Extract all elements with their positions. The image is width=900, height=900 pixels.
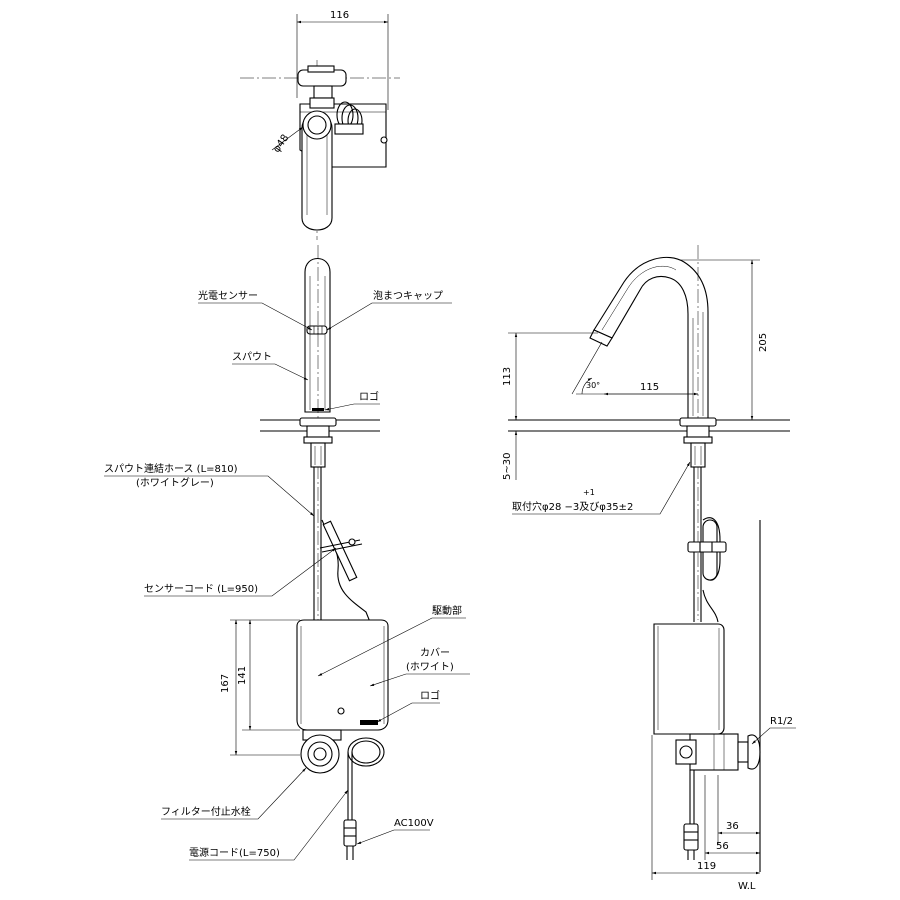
front-view: 167 141 光電センサー 泡まつキャップ スパウト ロゴ スパウト連結ホース… [104,245,470,861]
dim-116: 116 [330,10,349,21]
label-power-cord: 電源コード(L=750) [189,846,280,859]
hole-tolerance: +1 [583,488,595,497]
hole-spec: 取付穴φ28 −3及びφ35±2 [512,500,633,513]
dim-30deg: 30° [586,381,600,390]
dim-36: 36 [726,821,739,832]
label-filter-valve: フィルター付止水栓 [161,805,251,818]
top-view: 116 φ48 [240,10,400,240]
label-hose: スパウト連結ホース (L=810) [104,462,238,475]
label-cover: カバー [420,647,450,659]
dim-119: 119 [697,861,716,872]
label-sensor-cord: センサーコード (L=950) [144,583,258,595]
label-logo-top: ロゴ [359,390,379,403]
label-cover-color: (ホワイト) [406,661,454,673]
label-spout: スパウト [232,351,272,363]
dim-115: 115 [640,382,659,393]
dim-167: 167 [220,674,231,693]
dim-56: 56 [716,841,729,852]
wall-line-label: W.L [738,881,756,892]
label-sensor: 光電センサー [198,289,258,302]
side-view: 205 113 5~30 115 30° +1 取付穴φ28 −3及びφ35±2 [502,245,796,892]
label-logo-bottom: ロゴ [420,689,440,702]
label-hose-color: (ホワイトグレー) [136,476,214,489]
label-ac100v: AC100V [394,818,434,829]
dim-phi48: φ48 [271,133,291,155]
dim-r12: R1/2 [770,716,793,727]
dim-113: 113 [502,367,513,386]
dim-205: 205 [758,333,769,352]
dim-5-30: 5~30 [502,453,513,480]
dim-141: 141 [237,666,248,685]
label-drive-unit: 駆動部 [432,604,462,617]
label-aerator: 泡まつキャップ [373,289,443,302]
